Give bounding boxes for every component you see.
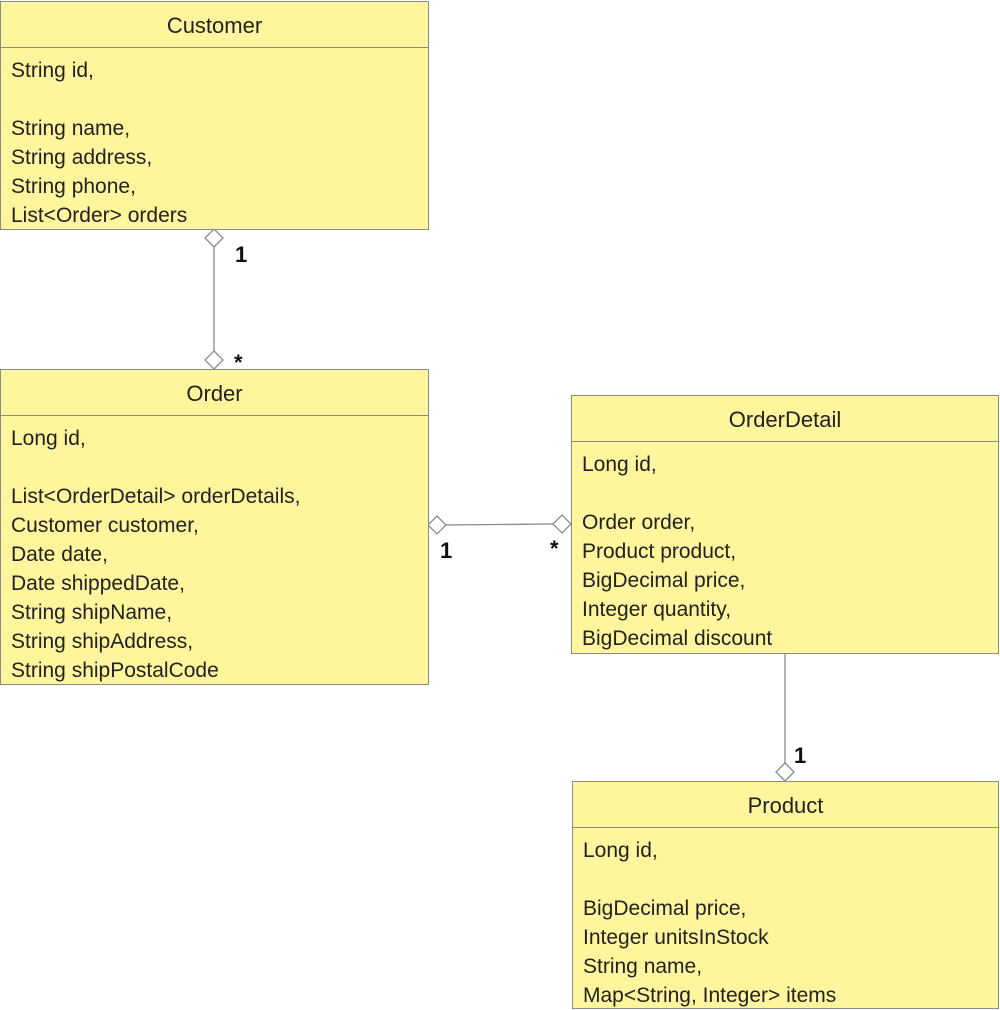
orderdetail-field-spacer: [582, 479, 988, 508]
order-field: List<OrderDetail> orderDetails,: [11, 485, 301, 508]
orderdetail-class-box[interactable]: OrderDetail Long id, Order order, Produc…: [571, 395, 999, 654]
customer-field-spacer: [11, 85, 418, 114]
product-aggregation-diamond: [775, 762, 795, 782]
customer-field: String phone,: [11, 175, 136, 198]
orderdetail-field: Long id,: [582, 453, 657, 476]
order-class-box[interactable]: Order Long id, List<OrderDetail> orderDe…: [0, 369, 429, 685]
customer-class-box[interactable]: Customer String id, String name, String …: [0, 1, 429, 230]
product-class-box[interactable]: Product Long id, BigDecimal price, Integ…: [572, 781, 999, 1009]
order-aggregation-diamond-right: [427, 515, 447, 535]
customer-field: String name,: [11, 117, 131, 140]
customer-order-multiplicity-source: 1: [235, 242, 247, 267]
product-field: Long id,: [583, 839, 658, 862]
order-orderdetail-multiplicity-target: *: [550, 536, 559, 561]
orderdetail-field: BigDecimal price,: [582, 569, 746, 592]
order-orderdetail-line: [445, 523, 554, 526]
product-field: Integer unitsInStock: [583, 926, 769, 949]
order-field: Long id,: [11, 427, 86, 450]
product-field: Map<String, Integer> items: [583, 984, 837, 1007]
customer-aggregation-diamond: [204, 228, 224, 248]
order-field: Date date,: [11, 543, 108, 566]
customer-fields: String id, String name, String address, …: [1, 48, 428, 230]
product-field: String name,: [583, 955, 703, 978]
order-field-spacer: [11, 453, 418, 482]
order-field: String shipName,: [11, 601, 173, 624]
order-aggregation-diamond-top: [204, 350, 224, 370]
customer-field: List<Order> orders: [11, 204, 188, 227]
product-field: BigDecimal price,: [583, 897, 747, 920]
orderdetail-aggregation-diamond-left: [552, 514, 572, 534]
order-field: Customer customer,: [11, 514, 199, 537]
orderdetail-field: Order order,: [582, 511, 696, 534]
order-field: String shipAddress,: [11, 630, 194, 653]
orderdetail-fields: Long id, Order order, Product product, B…: [572, 442, 998, 653]
customer-field: String address,: [11, 146, 153, 169]
order-class-name: Order: [1, 370, 428, 416]
order-field: String shipPostalCode: [11, 659, 219, 682]
product-fields: Long id, BigDecimal price, Integer units…: [573, 828, 998, 1010]
orderdetail-field: Product product,: [582, 540, 737, 563]
product-field-spacer: [583, 865, 988, 894]
order-field: Date shippedDate,: [11, 572, 185, 595]
orderdetail-product-multiplicity-target: 1: [794, 743, 806, 768]
customer-field: String id,: [11, 59, 94, 82]
order-fields: Long id, List<OrderDetail> orderDetails,…: [1, 416, 428, 685]
orderdetail-field: Integer quantity,: [582, 598, 732, 621]
product-class-name: Product: [573, 782, 998, 828]
orderdetail-class-name: OrderDetail: [572, 396, 998, 442]
orderdetail-field: BigDecimal discount: [582, 627, 773, 650]
customer-class-name: Customer: [1, 2, 428, 48]
order-orderdetail-multiplicity-source: 1: [440, 538, 452, 563]
customer-order-multiplicity-target: *: [234, 350, 243, 375]
